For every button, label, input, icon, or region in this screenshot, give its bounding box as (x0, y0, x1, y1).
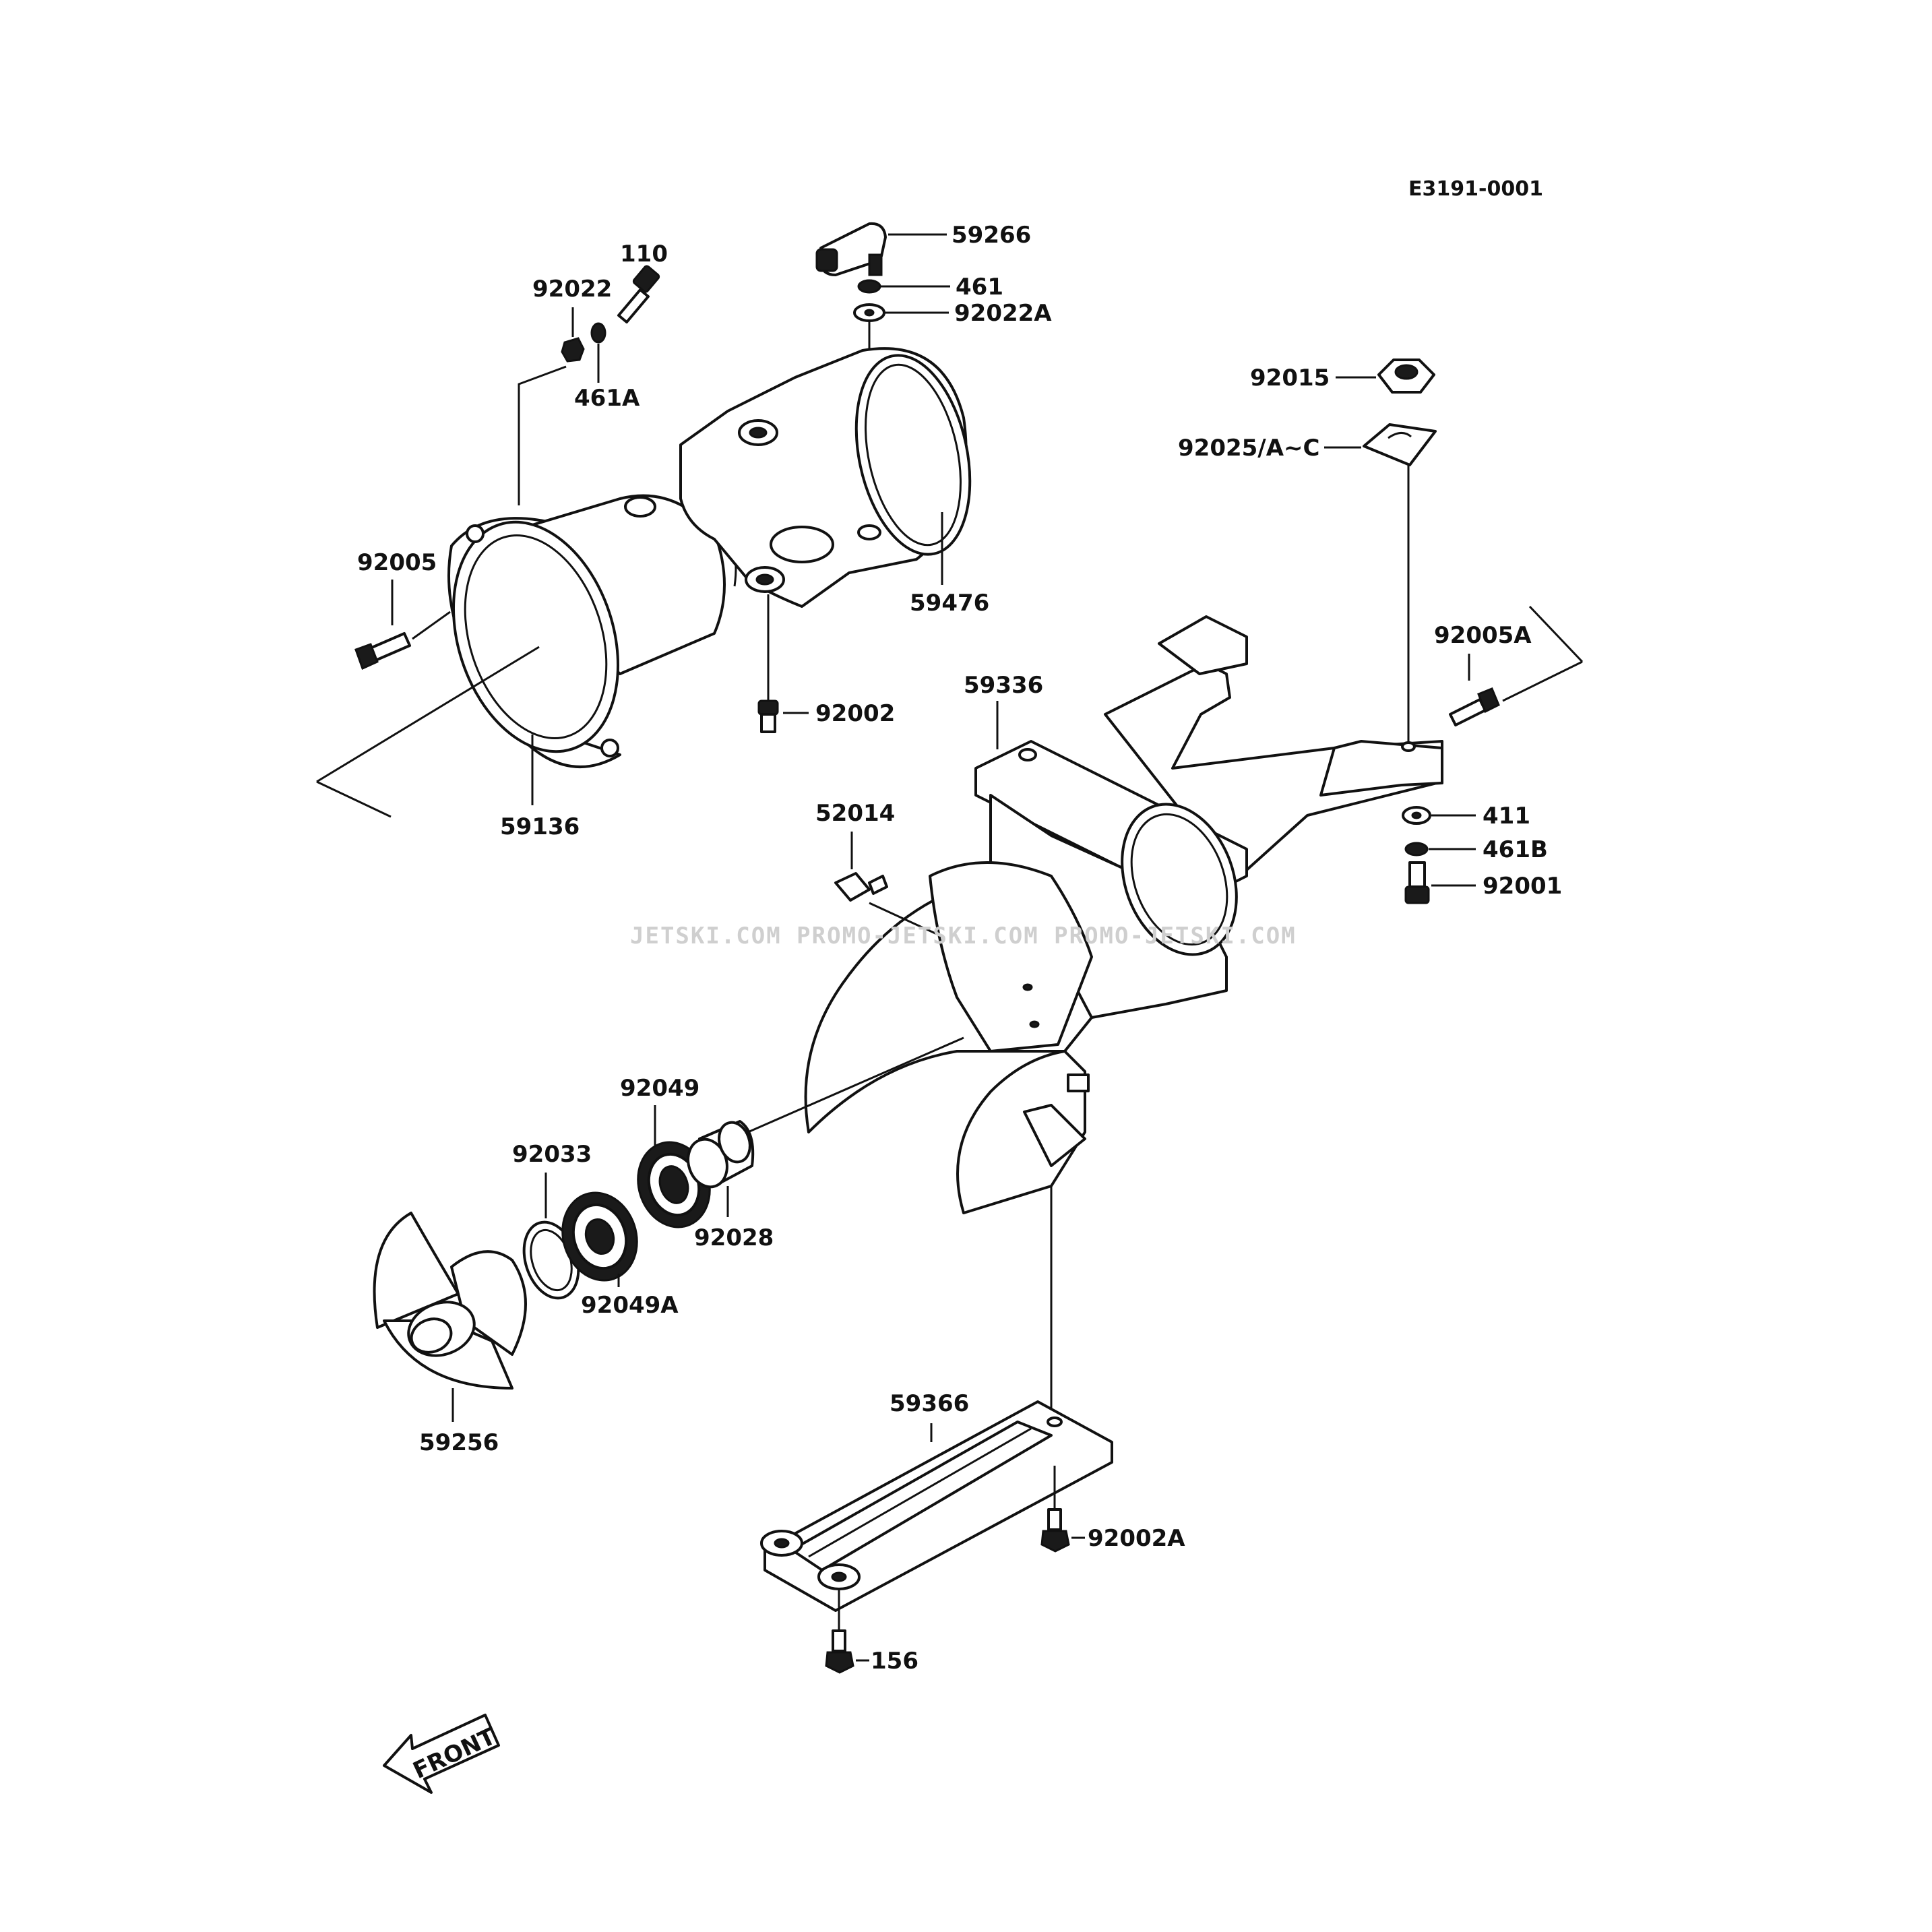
bolt-92001 (1404, 861, 1430, 904)
leader-52014-fit (869, 902, 937, 935)
part-label-461B: 461B (1483, 836, 1548, 863)
leader-92005-fit (412, 611, 451, 640)
ride-plate-59366 (760, 1400, 1113, 1612)
part-label-461: 461 (956, 274, 1003, 301)
washer-411 (1402, 806, 1431, 825)
part-label-52014: 52014 (815, 800, 895, 827)
part-label-59136: 59136 (500, 813, 580, 840)
part-label-92022: 92022 (532, 276, 612, 303)
part-label-92002A: 92002A (1088, 1525, 1185, 1552)
fitting-52014 (834, 872, 888, 902)
impeller-59256 (373, 1212, 527, 1390)
leader-92022-stud (518, 365, 567, 505)
leader-59136-axis (316, 646, 540, 783)
part-label-411: 411 (1483, 803, 1530, 830)
bearing-92049A (561, 1191, 638, 1282)
part-label-92049A: 92049A (581, 1292, 679, 1319)
part-label-92049: 92049 (620, 1075, 699, 1102)
part-label-92025: 92025/A~C (1178, 435, 1319, 462)
part-label-59266: 59266 (952, 222, 1031, 249)
diagram-code: E3191-0001 (1408, 177, 1543, 201)
nut-92015 (1377, 359, 1435, 394)
part-label-156: 156 (871, 1648, 918, 1675)
bushing-92028 (687, 1120, 755, 1189)
washer-461A (590, 322, 606, 344)
part-label-59366: 59366 (890, 1390, 969, 1417)
screw-92005A (1449, 687, 1500, 726)
shaft-axis (747, 1036, 964, 1133)
axis-bracket-left (316, 780, 392, 818)
pump-case-59476 (679, 347, 972, 608)
part-label-110: 110 (620, 241, 668, 268)
steering-nozzle-housing-59336 (804, 615, 1443, 1214)
bolt-92002A (1040, 1508, 1070, 1553)
inlet-housing-59136 (447, 494, 737, 768)
lock-washer-461B (1404, 842, 1429, 856)
elbow-fitting-59266 (815, 222, 887, 276)
bolt-156 (825, 1629, 854, 1674)
part-label-461A: 461A (574, 385, 640, 412)
part-label-92028: 92028 (694, 1224, 774, 1251)
screw-92005 (354, 632, 411, 671)
part-label-92033: 92033 (512, 1141, 592, 1168)
part-label-92001: 92001 (1483, 873, 1562, 900)
front-arrow-icon: FRONT (383, 1714, 500, 1794)
part-label-92015: 92015 (1250, 365, 1330, 392)
bolt-110 (617, 265, 660, 323)
axis-bracket-right (1528, 605, 1584, 663)
part-label-59476: 59476 (910, 590, 989, 617)
part-label-92005: 92005 (357, 549, 437, 576)
washer-92022A (853, 303, 885, 322)
part-label-92002: 92002 (815, 700, 895, 727)
nut-92022 (561, 337, 585, 363)
part-label-59336: 59336 (964, 672, 1043, 699)
axis-92005A (1502, 660, 1583, 702)
shim-plate-92025 (1363, 423, 1437, 466)
watermark: JETSKI.COM PROMO-JETSKI.COM PROMO-JETSKI… (630, 923, 1297, 949)
part-label-92005A: 92005A (1434, 622, 1532, 649)
part-label-59256: 59256 (419, 1429, 499, 1456)
lock-washer-461 (857, 279, 881, 294)
bolt-92002 (757, 699, 779, 733)
part-label-92022A: 92022A (954, 300, 1052, 327)
